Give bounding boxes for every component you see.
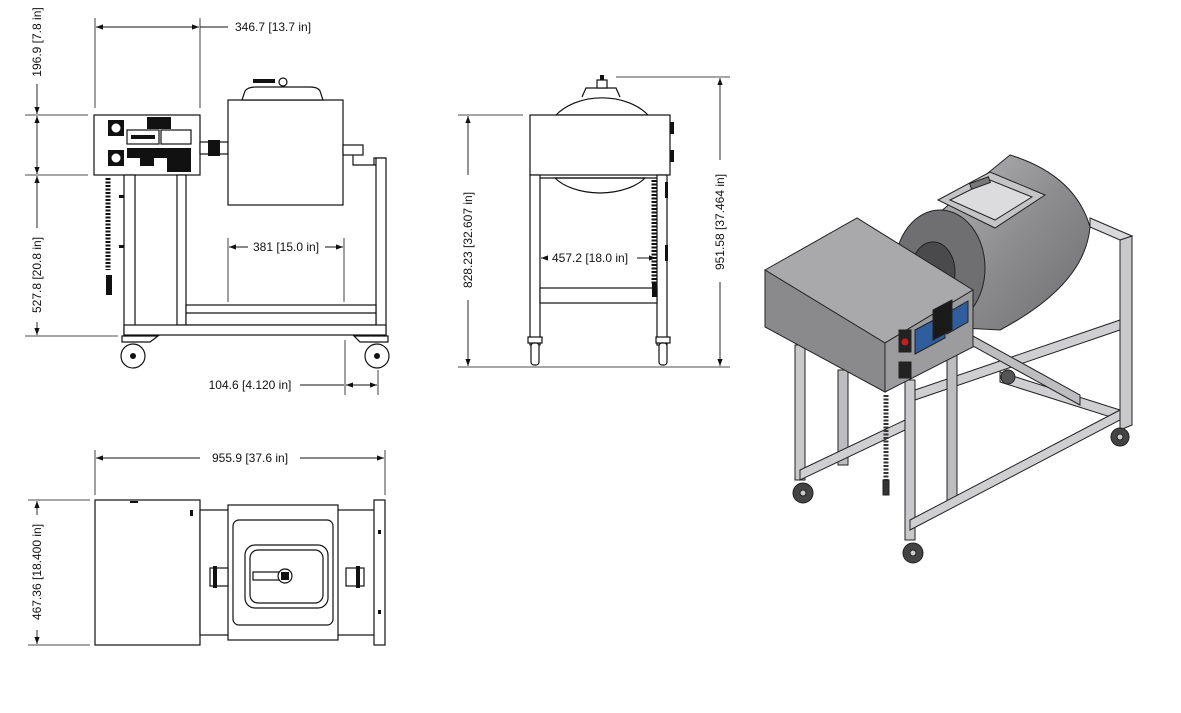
- dim-wheel-offset: 104.6 [4.120 in]: [209, 378, 292, 392]
- frame-leg: [794, 344, 806, 481]
- drum: [227, 99, 344, 206]
- top-view: 955.9 [37.6 in] 467.36 [18.400 in]: [28, 450, 386, 646]
- frame-leg: [375, 157, 387, 336]
- dim-box-width: 346.7 [13.7 in]: [235, 20, 311, 34]
- dim-box-top-height: 828.23 [32.607 in]: [461, 192, 475, 288]
- dim-rail-span: 381 [15.0 in]: [253, 240, 319, 254]
- dim-overall-length: 955.9 [37.6 in]: [212, 451, 288, 465]
- dim-frame-height: 527.8 [20.8 in]: [30, 237, 44, 313]
- drum-bottom: [553, 177, 647, 194]
- dim-overall-depth: 467.36 [18.400 in]: [30, 524, 44, 620]
- isometric-view: [764, 154, 1134, 564]
- emergency-stop-icon: [900, 337, 910, 347]
- frame-leg: [904, 379, 916, 541]
- drum-dome: [554, 97, 650, 116]
- control-box-top: [94, 499, 201, 646]
- control-box-side: [529, 114, 671, 176]
- frame-leg: [176, 174, 187, 326]
- side-view: 828.23 [32.607 in] 951.58 [37.464 in] 45…: [458, 75, 730, 368]
- dim-overall-height: 951.58 [37.464 in]: [713, 174, 727, 270]
- frame-leg: [123, 174, 136, 336]
- drum-lid: [241, 86, 324, 101]
- dim-box-height: 196.9 [7.8 in]: [30, 7, 44, 76]
- dim-leg-span: 457.2 [18.0 in]: [552, 251, 628, 265]
- front-view: 346.7 [13.7 in] 196.9 [7.8 in] 527.8 [20…: [25, 7, 390, 395]
